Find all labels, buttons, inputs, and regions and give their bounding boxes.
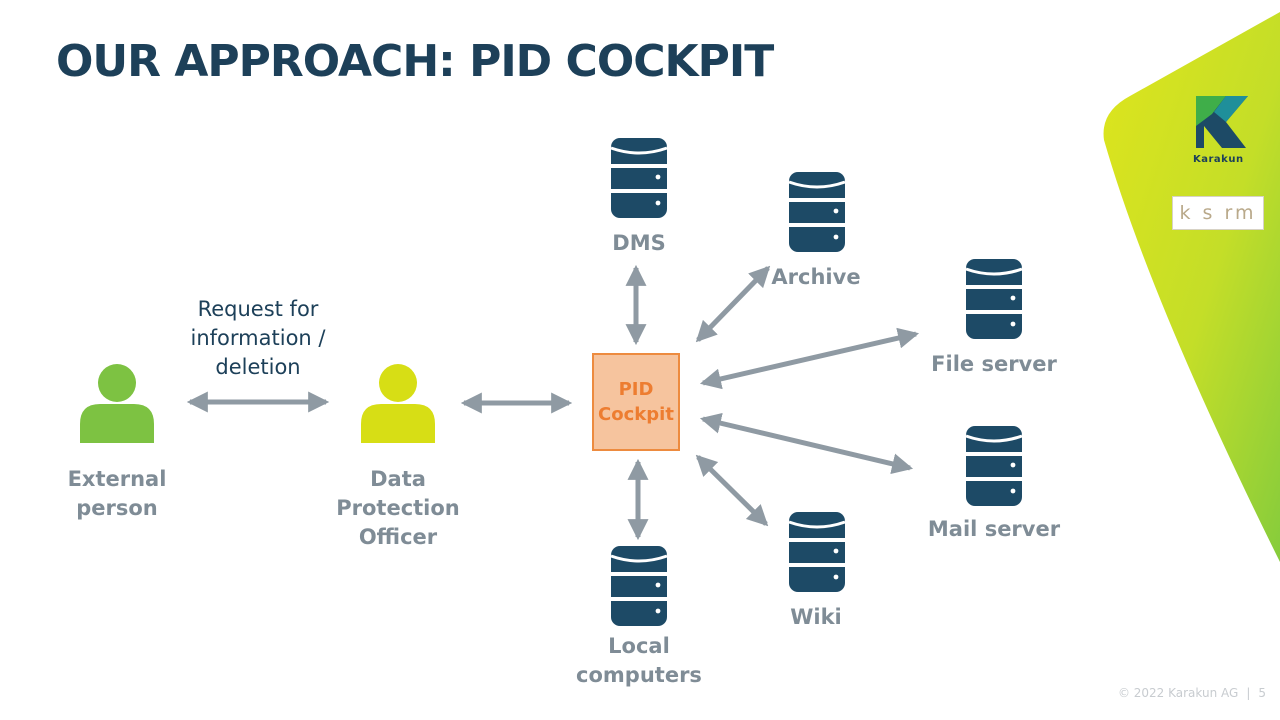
footer: © 2022 Karakun AG | 5 (1118, 686, 1266, 700)
dms-label: DMS (612, 231, 666, 255)
archive-database-icon (787, 170, 847, 254)
arrow-hub-fileserver (699, 327, 920, 390)
arrow-hub-mailserver (699, 412, 914, 475)
archive-label: Archive (771, 265, 861, 289)
copyright-text: © 2022 Karakun AG (1117, 686, 1239, 700)
external-person-icon (80, 364, 154, 443)
dms-database-icon (609, 136, 669, 220)
pid-cockpit-label-line-1: PID (618, 379, 654, 400)
mail-server-label: Mail server (927, 517, 1061, 541)
arrow-hub-archive (695, 265, 771, 343)
external-person-label: External person (67, 467, 167, 520)
wiki-database-icon (787, 510, 847, 594)
file-server-database-icon (964, 257, 1024, 341)
karakun-logo-icon (1196, 96, 1248, 148)
mail-server-database-icon (964, 424, 1024, 508)
pid-cockpit-label-line-2: Cockpit (598, 404, 674, 425)
data-protection-officer-icon (361, 364, 435, 443)
pid-cockpit-box: PID Cockpit (592, 353, 680, 451)
file-server-label: File server (931, 352, 1057, 376)
wiki-label: Wiki (790, 605, 842, 629)
local-computers-database-icon (609, 544, 669, 628)
accent-shape (1103, 12, 1280, 562)
arrow-hub-wiki (695, 454, 769, 527)
request-label: Request for information / deletion (190, 297, 326, 379)
partner-logo: k s rm (1172, 196, 1264, 230)
page-number: 5 (1258, 686, 1266, 700)
data-protection-officer-label: Data Protection Officer (336, 467, 460, 549)
slide-title: OUR APPROACH: PID COCKPIT (56, 36, 774, 87)
footer-separator: | (1246, 686, 1251, 700)
karakun-logo-text: Karakun (1193, 154, 1244, 165)
local-computers-label: Local computers (576, 634, 702, 687)
